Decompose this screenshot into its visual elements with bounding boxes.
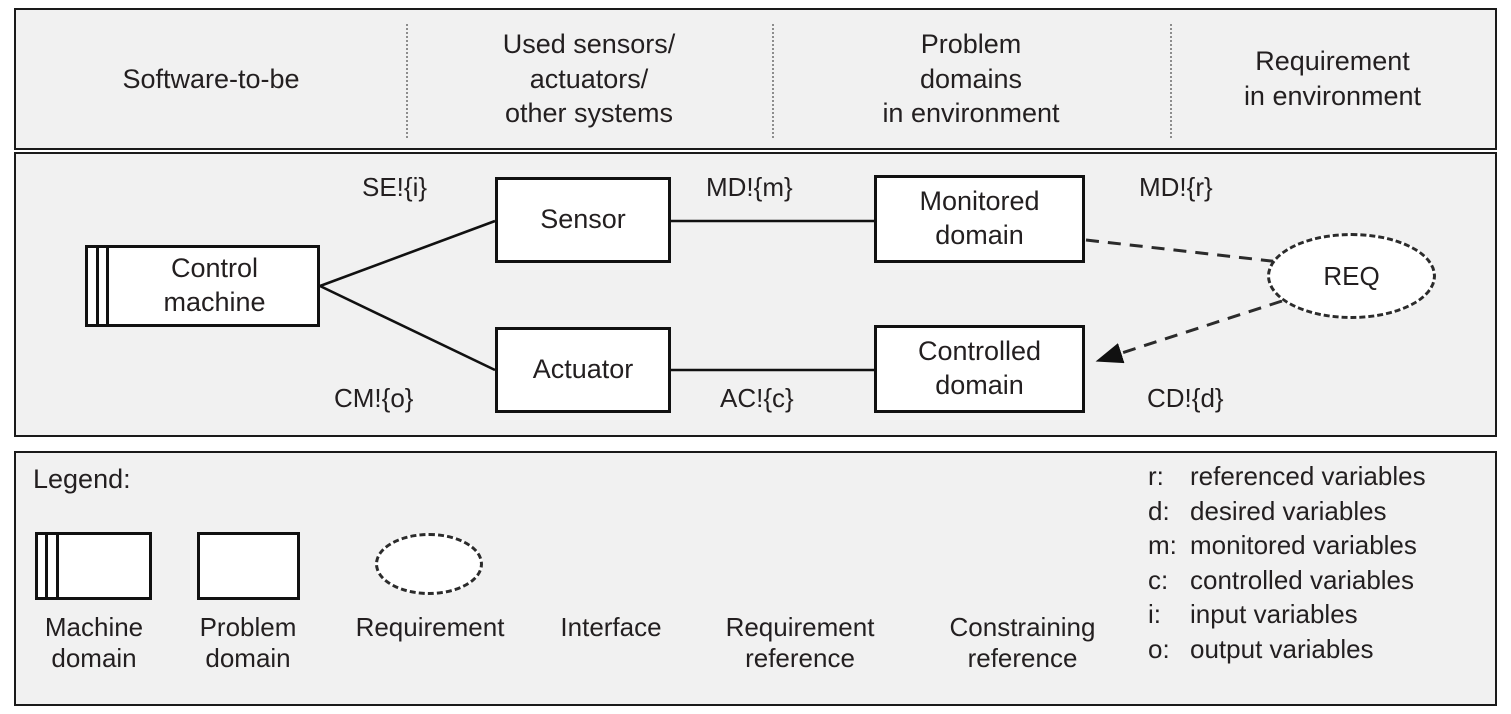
legend-caption-interface: Interface	[560, 612, 662, 642]
variable-key: i:	[1148, 599, 1161, 630]
node-requirement-req[interactable]: REQ	[1267, 233, 1436, 319]
node-sensor-label: Sensor	[540, 204, 626, 235]
machine-domain-bar-icon	[56, 535, 59, 597]
variable-legend-list: r: referenced variables d: desired varia…	[1148, 459, 1488, 666]
header-column-used-sensors: Used sensors/ actuators/ other systems	[502, 29, 676, 129]
legend-caption-requirement-reference: Requirement reference	[725, 612, 875, 674]
node-sensor[interactable]: Sensor	[495, 177, 671, 263]
node-control-machine[interactable]: Control machine	[85, 245, 320, 327]
node-actuator-label: Actuator	[532, 354, 634, 385]
vertical-dotted-divider-icon	[772, 24, 774, 138]
variable-description: input variables	[1190, 599, 1358, 630]
machine-domain-symbol	[35, 532, 152, 600]
node-controlled-domain-label: Controlled domain	[917, 336, 1042, 400]
node-controlled-domain[interactable]: Controlled domain	[874, 325, 1085, 413]
variable-legend-row: d: desired variables	[1148, 494, 1488, 529]
machine-domain-bar-icon	[45, 535, 48, 597]
variable-description: output variables	[1190, 633, 1374, 664]
variable-description: monitored variables	[1190, 530, 1417, 561]
variable-description: controlled variables	[1190, 564, 1415, 595]
header-panel: Software-to-be Used sensors/ actuators/ …	[14, 8, 1497, 150]
problem-domain-symbol	[197, 532, 300, 600]
node-requirement-label: REQ	[1323, 260, 1380, 291]
machine-domain-bar-icon	[96, 248, 99, 324]
edge-label-se-i: SE!{i}	[362, 172, 428, 202]
legend-caption-problem-domain: Problem domain	[199, 612, 297, 674]
edge-label-cd-d: CD!{d}	[1147, 383, 1224, 413]
node-actuator[interactable]: Actuator	[495, 327, 671, 413]
variable-legend-row: m: monitored variables	[1148, 528, 1488, 563]
edge-label-ac-c: AC!{c}	[720, 383, 794, 413]
node-monitored-domain[interactable]: Monitored domain	[874, 175, 1085, 263]
legend-caption-machine-domain: Machine domain	[44, 612, 144, 674]
variable-legend-row: o: output variables	[1148, 632, 1488, 667]
vertical-dotted-divider-icon	[1170, 24, 1172, 138]
node-control-machine-label: Control machine	[163, 253, 266, 317]
header-column-software-to-be: Software-to-be	[122, 63, 300, 94]
variable-key: m:	[1148, 530, 1177, 561]
variable-description: referenced variables	[1190, 461, 1426, 491]
edge-label-md-r: MD!{r}	[1139, 172, 1213, 202]
variable-key: r:	[1148, 461, 1164, 491]
machine-domain-bar-icon	[106, 248, 109, 324]
requirement-oval-symbol	[375, 533, 483, 595]
edge-label-md-m: MD!{m}	[706, 172, 793, 202]
edge-label-cm-o: CM!{o}	[334, 383, 414, 413]
variable-key: o:	[1148, 633, 1170, 664]
variable-legend-row: c: controlled variables	[1148, 563, 1488, 598]
legend-caption-constraining-reference: Constraining reference	[949, 612, 1096, 674]
vertical-dotted-divider-icon	[406, 24, 408, 138]
header-column-requirement: Requirement in environment	[1243, 46, 1422, 111]
variable-legend-row: r: referenced variables	[1148, 459, 1488, 494]
variable-key: d:	[1148, 495, 1170, 526]
variable-key: c:	[1148, 564, 1169, 595]
header-column-problem-domains: Problem domains in environment	[882, 29, 1060, 129]
legend-title: Legend:	[33, 464, 131, 494]
legend-caption-requirement: Requirement	[355, 612, 505, 642]
variable-description: desired variables	[1190, 495, 1387, 526]
variable-legend-row: i: input variables	[1148, 597, 1488, 632]
node-monitored-domain-label: Monitored domain	[919, 186, 1040, 250]
